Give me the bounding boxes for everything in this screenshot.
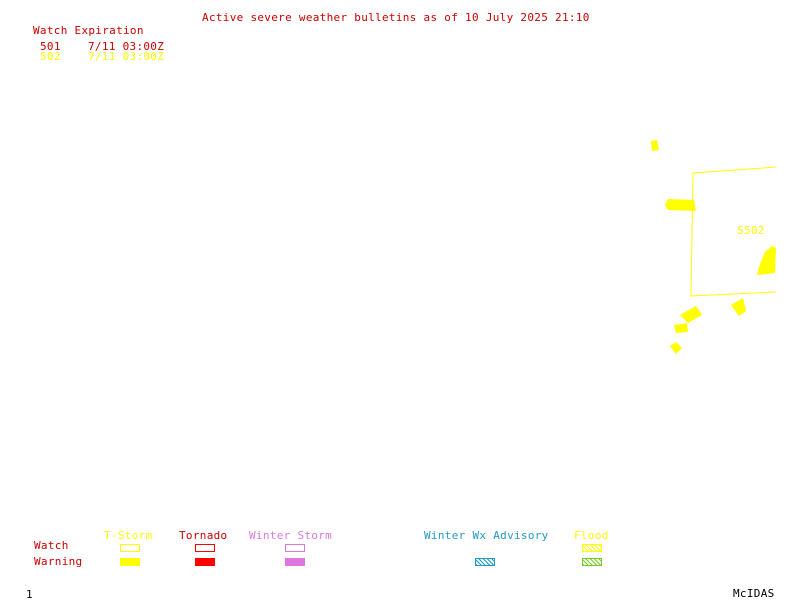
legend-tstorm-warning-swatch — [120, 558, 140, 566]
legend-tornado-watch-swatch — [195, 544, 215, 552]
legend-tstorm-watch-swatch — [120, 544, 140, 552]
software-label: McIDAS — [733, 587, 775, 600]
watch-row-502: 502 7/11 03:00Z — [40, 51, 164, 62]
watch-expiration-time: 7/11 03:00Z — [88, 50, 165, 63]
legend-tstorm-label: T-Storm — [104, 529, 153, 542]
legend-flood-watch-swatch — [582, 544, 602, 552]
watch-expiration-time: 7/11 03:00Z — [88, 40, 165, 53]
legend-tornado-label: Tornado — [179, 529, 228, 542]
bulletin-title: Active severe weather bulletins as of 10… — [202, 11, 590, 24]
warning-polygon[interactable] — [680, 306, 702, 323]
legend-winter-storm-warning-swatch — [285, 558, 305, 566]
watch-expiration-header: Watch Expiration — [33, 24, 144, 37]
warning-polygon[interactable] — [670, 342, 682, 354]
legend-winter-storm-watch-swatch — [285, 544, 305, 552]
watch-id: 502 — [40, 50, 61, 63]
legend-flood-label: Flood — [574, 529, 609, 542]
legend-watch-row-label: Watch — [34, 539, 69, 552]
legend-winter-storm-label: Winter Storm — [249, 529, 333, 542]
warning-polygon[interactable] — [665, 199, 696, 211]
watch-row-501: 501 7/11 03:00Z — [40, 41, 164, 52]
legend-warning-row-label: Warning — [34, 555, 83, 568]
watch-box-502[interactable] — [690, 166, 777, 297]
legend-flood-warning-swatch — [582, 558, 602, 566]
warning-polygon[interactable] — [757, 246, 776, 275]
legend-tornado-warning-swatch — [195, 558, 215, 566]
legend-winter-wx-advisory-label: Winter Wx Advisory — [424, 529, 549, 542]
warning-polygon[interactable] — [651, 140, 659, 151]
frame-number: 1 — [26, 588, 33, 601]
watch-label-s502[interactable]: S502 — [737, 224, 765, 237]
warning-polygon[interactable] — [674, 323, 688, 333]
watch-id: 501 — [40, 40, 61, 53]
legend-winter-wx-advisory-swatch — [475, 558, 495, 566]
warning-polygon[interactable] — [731, 298, 746, 316]
